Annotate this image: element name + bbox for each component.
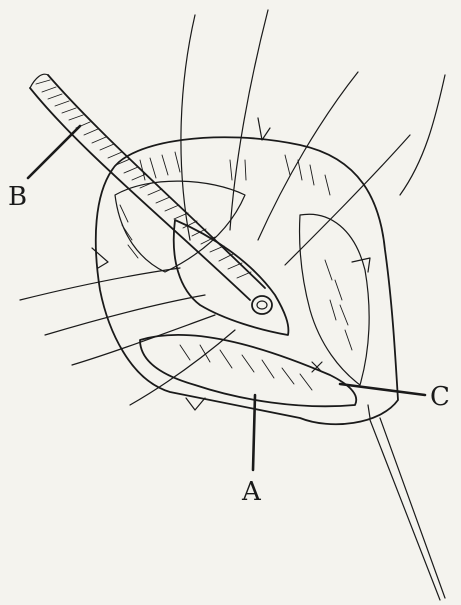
label-b: B — [8, 182, 27, 212]
tube-lumen — [257, 301, 267, 309]
instrument-line-2 — [380, 418, 445, 598]
outer-oval-outline — [96, 137, 398, 424]
tissue-hatching — [120, 152, 352, 390]
instrument-line — [370, 420, 440, 600]
mark-tick — [368, 405, 370, 418]
drain-tube-b — [30, 74, 272, 314]
tube-hatching — [36, 80, 251, 278]
lower-flap-a — [140, 335, 356, 406]
tube-tip — [252, 296, 272, 314]
central-opening — [174, 220, 289, 335]
leader-line-b — [28, 126, 80, 178]
label-c: C — [430, 382, 450, 412]
leader-line-c — [340, 384, 425, 395]
leader-line-a — [253, 395, 255, 470]
label-a: A — [241, 477, 262, 507]
